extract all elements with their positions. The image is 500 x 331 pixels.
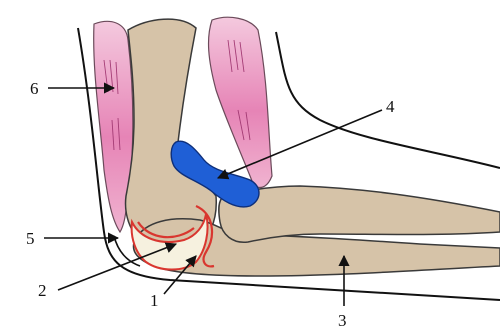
label-6: 6 [30,79,39,98]
label-3: 3 [338,311,347,330]
radius-bone [219,186,500,242]
label-4: 4 [386,97,395,116]
label-2: 2 [38,281,47,300]
label-1: 1 [150,291,159,310]
label-5: 5 [26,229,35,248]
